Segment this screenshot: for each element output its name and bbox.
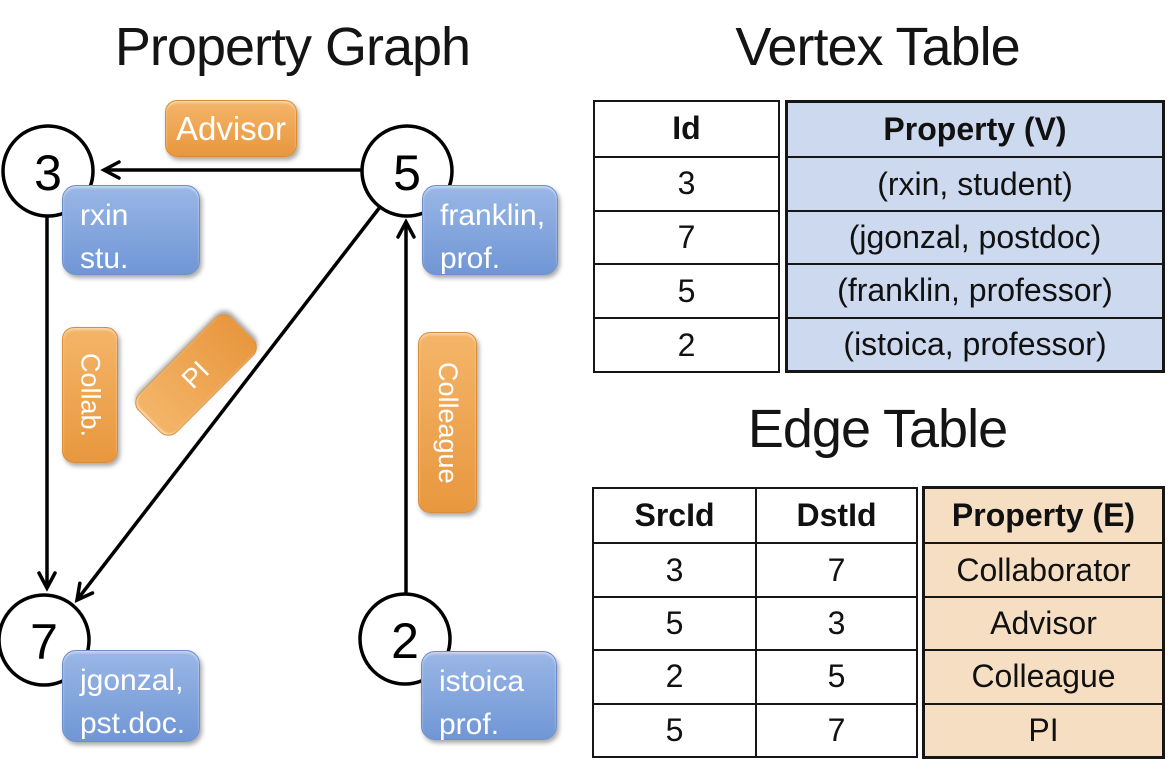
vertex-table-id-column: Id 3 7 5 2 [593, 100, 780, 373]
vertex-table-title: Vertex Table [735, 17, 1020, 77]
vertex-table-property-cell: (jgonzal, postdoc) [788, 209, 1162, 263]
vertex-property-line: franklin, [440, 199, 546, 232]
edge-table-src-cell: 3 [594, 542, 755, 595]
vertex-property-line: prof. [440, 241, 501, 275]
vertex-property-box-3: rxin stu. [62, 185, 200, 275]
edge-table-property-cell: PI [925, 702, 1162, 756]
edge-table-property-header: Property (E) [951, 497, 1136, 534]
vertex-property-box-7: jgonzal, pst.doc. [62, 650, 200, 742]
edge-table-title: Edge Table [747, 399, 1008, 459]
vertex-table-id-cell: 7 [595, 209, 778, 264]
edge-table-src-cell: 5 [594, 595, 755, 649]
node-id-5: 5 [393, 145, 421, 201]
vertex-table-property-cell: (istoica, professor) [788, 316, 1162, 370]
edge-table-dst-cell: 3 [755, 595, 916, 650]
node-id-2: 2 [391, 613, 419, 669]
vertex-table-id-cell: 5 [595, 263, 778, 317]
edge-table-id-columns: SrcId DstId 3 7 5 3 2 5 5 7 [592, 487, 918, 758]
edge-table-property-cell: Colleague [925, 649, 1162, 702]
edge-label-colleague: Colleague [418, 332, 477, 513]
vertex-property-line: pst.doc. [80, 706, 186, 740]
edge-table-dst-header: DstId [755, 489, 916, 543]
vertex-property-line: rxin [80, 199, 129, 232]
edge-table-src-cell: 5 [594, 702, 755, 756]
edge-pi-5-to-7 [74, 205, 382, 603]
edge-table-property-cell: Advisor [925, 595, 1162, 649]
vertex-property-line: jgonzal, [80, 664, 184, 697]
vertex-table-id-header: Id [672, 110, 701, 147]
edge-table-src-cell: 2 [594, 649, 755, 702]
vertex-table-id-cell: 2 [595, 317, 778, 371]
vertex-table-id-cell: 3 [595, 155, 778, 210]
vertex-property-line: istoica [439, 665, 525, 698]
edge-label-advisor: Advisor [165, 100, 297, 157]
edge-label-collab: Collab. [62, 327, 118, 463]
edge-table-dst-cell: 5 [755, 649, 916, 703]
property-graph-title: Property Graph [114, 17, 471, 77]
node-id-7: 7 [30, 614, 58, 670]
edge-table-dst-cell: 7 [755, 702, 916, 756]
vertex-property-line: prof. [439, 707, 500, 741]
node-id-3: 3 [34, 145, 62, 201]
vertex-table-property-header: Property (V) [883, 111, 1067, 148]
vertex-table-property-column: Property (V) (rxin, student) (jgonzal, p… [785, 100, 1165, 373]
edge-table-property-column: Property (E) Collaborator Advisor Collea… [922, 486, 1165, 759]
vertex-table-property-cell: (franklin, professor) [788, 263, 1162, 316]
edge-table-src-header: SrcId [634, 497, 715, 534]
vertex-table-property-cell: (rxin, student) [788, 156, 1162, 209]
edge-table-dst-cell: 7 [755, 542, 916, 596]
edge-table-property-cell: Collaborator [925, 542, 1162, 595]
vertex-property-line: stu. [80, 241, 129, 275]
property-graph-canvas [0, 124, 454, 687]
vertex-property-box-2: istoica prof. [421, 651, 557, 741]
vertex-property-box-5: franklin, prof. [422, 185, 558, 275]
